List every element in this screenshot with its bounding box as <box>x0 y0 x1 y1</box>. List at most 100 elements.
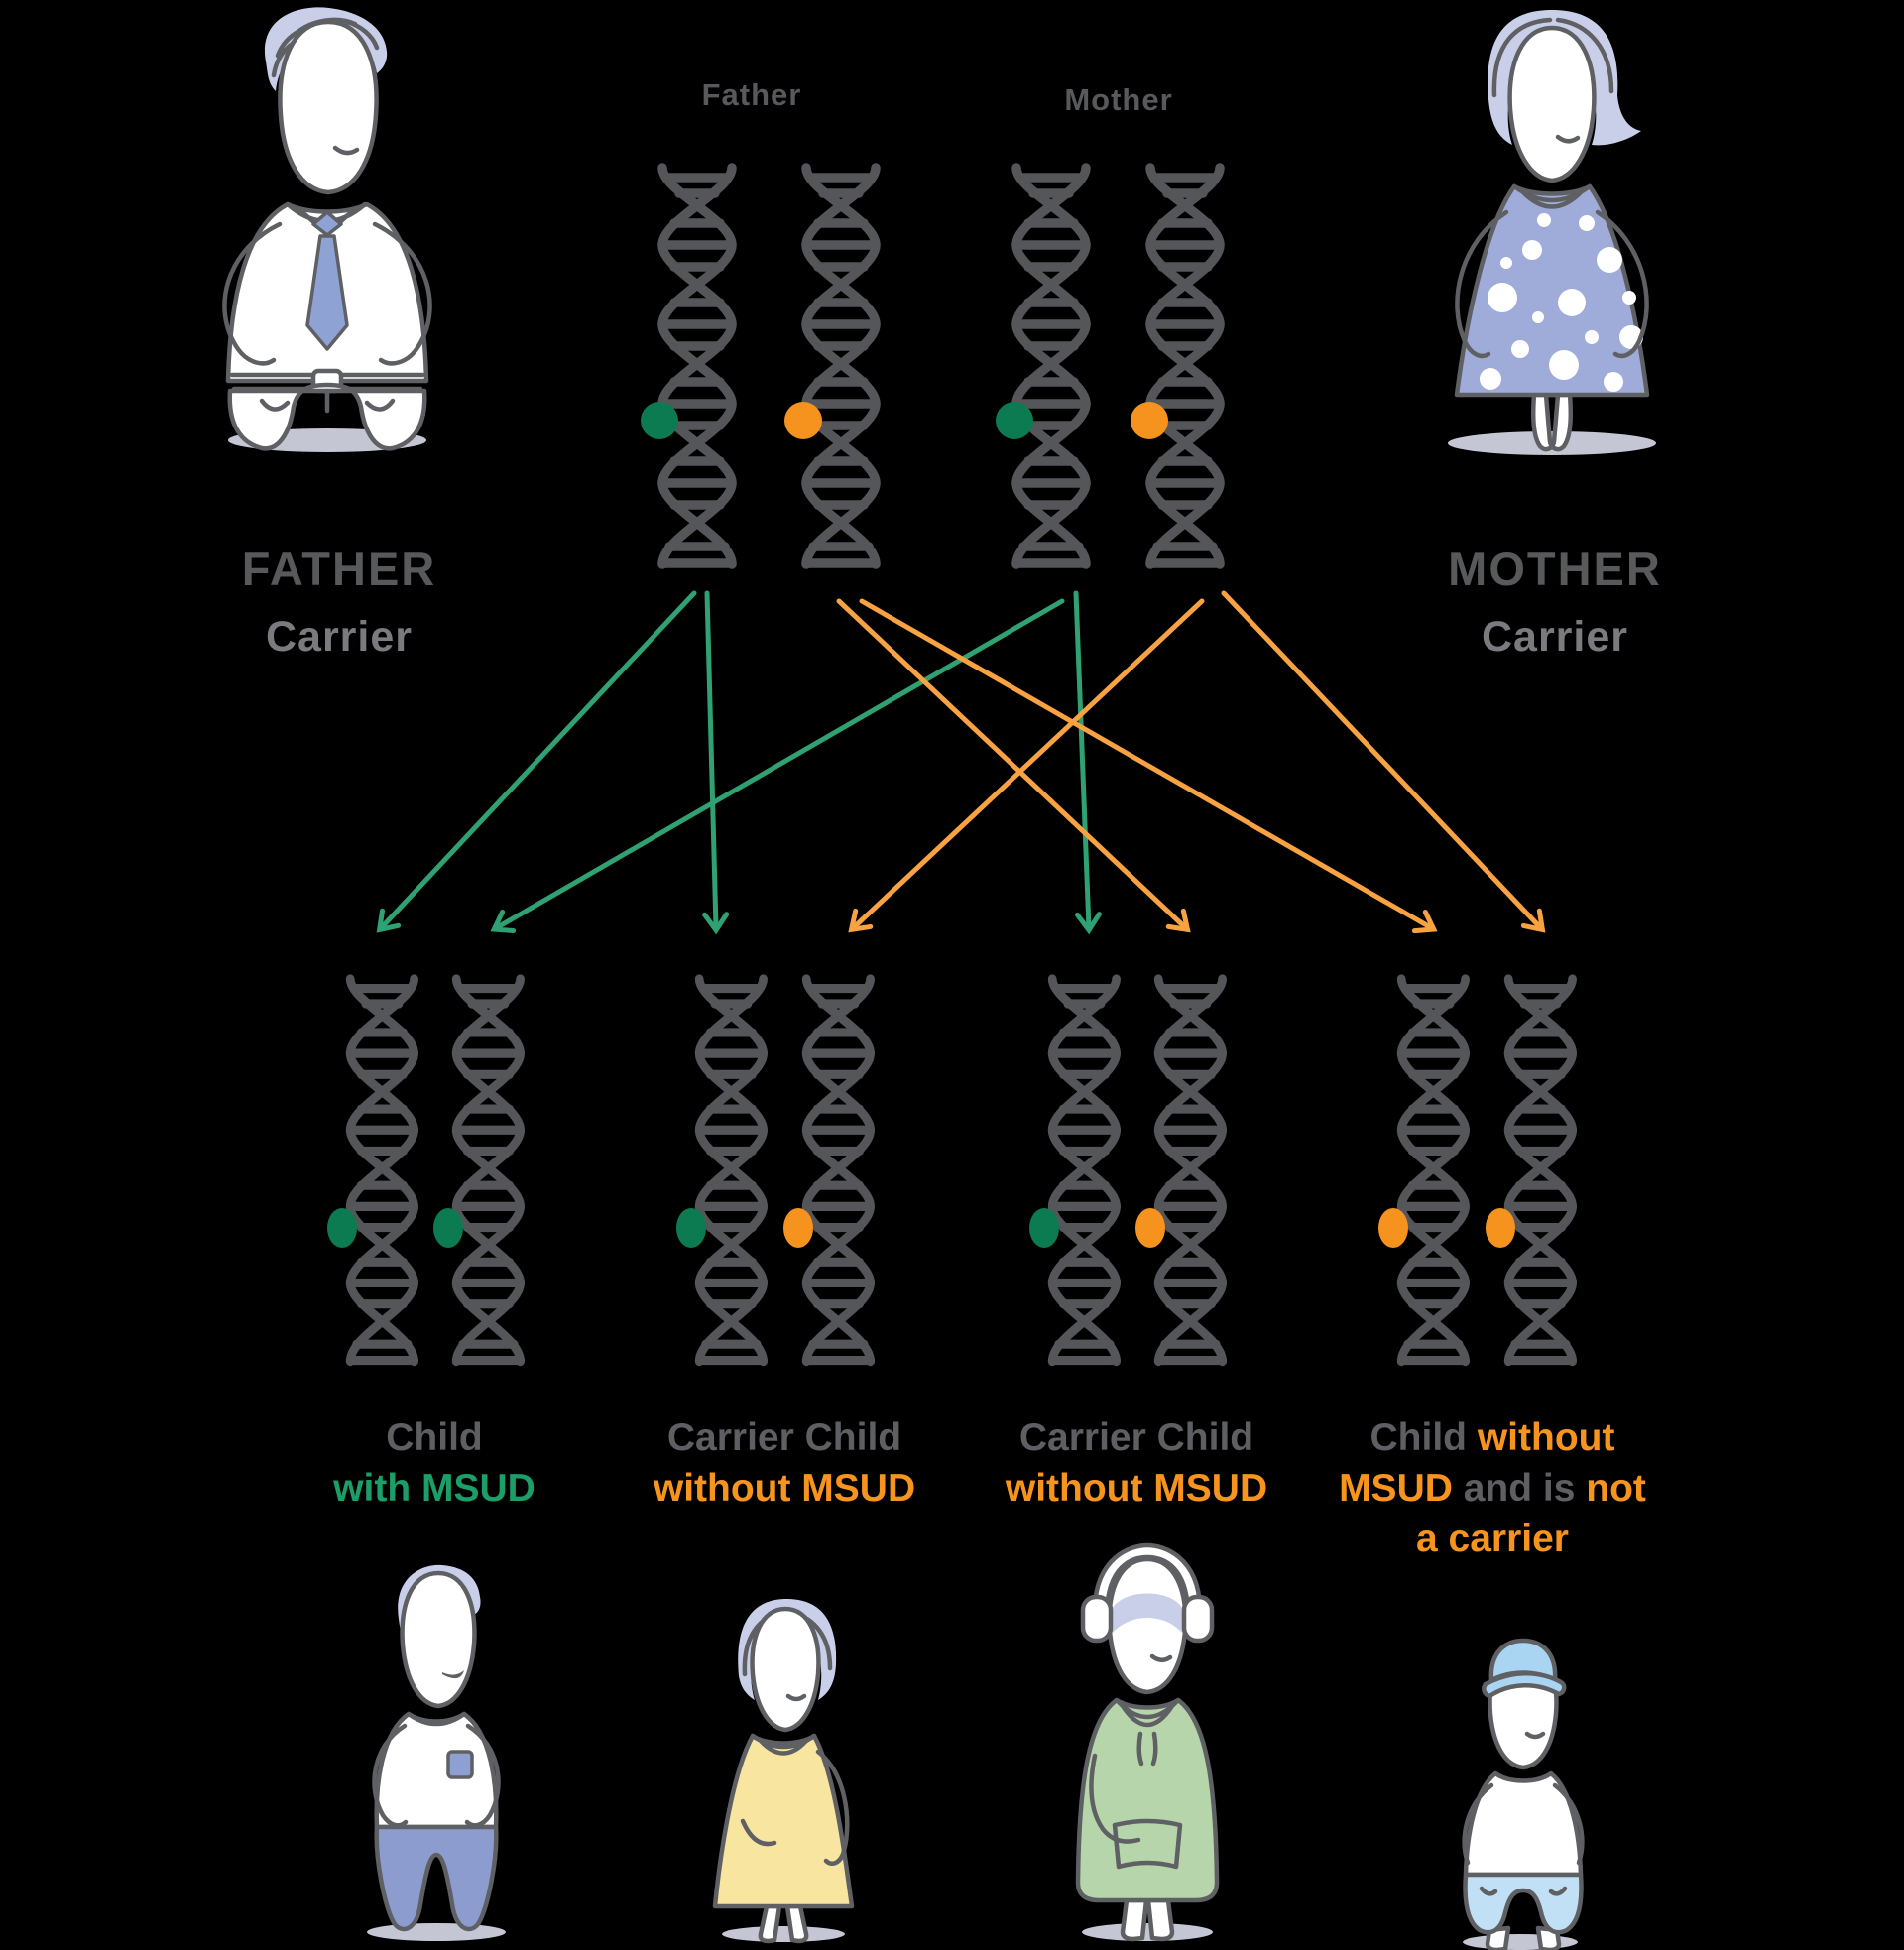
child-2-illustration <box>712 1599 855 1944</box>
dna-helix-child <box>1158 979 1222 1362</box>
child-2-legs <box>758 1903 809 1944</box>
dna-helix-child <box>456 979 520 1362</box>
child-label-segment: without MSUD <box>1005 1467 1268 1510</box>
child-1-label: Child with MSUD <box>206 1412 662 1514</box>
child-3-legs <box>1120 1897 1175 1942</box>
child-1-illustration <box>367 1564 506 1941</box>
child-label-segment: Child <box>1369 1416 1478 1459</box>
child-label-segment: and is <box>1452 1467 1587 1510</box>
father-name-label: FATHER <box>241 543 437 595</box>
child-3-headphones-right-cup <box>1181 1594 1215 1644</box>
father-hair <box>264 7 388 92</box>
child-label-line: with MSUD <box>206 1463 662 1514</box>
dna-helix-child <box>699 979 763 1362</box>
dna-helix-parent <box>662 168 732 564</box>
gene-dot-orange <box>784 402 822 439</box>
father-dna-label: Father <box>701 77 802 112</box>
mother-dna-label: Mother <box>1064 82 1173 117</box>
child-2-dress <box>712 1733 855 1909</box>
dna-helix-child <box>1052 979 1116 1362</box>
child-4-shorts <box>1463 1872 1584 1935</box>
inheritance-arrows <box>376 590 1546 935</box>
mother-smile <box>1555 134 1581 144</box>
inheritance-arrow-green <box>1073 590 1102 935</box>
child-label-line: MSUD and is not <box>1264 1463 1721 1514</box>
child-label-line: a carrier <box>1264 1514 1721 1564</box>
inheritance-arrow-green <box>376 590 697 933</box>
dna-helix-child <box>350 979 414 1362</box>
inheritance-arrow-orange <box>859 598 1438 934</box>
gene-dots <box>327 402 1515 1248</box>
child-label-segment: MSUD <box>1339 1467 1453 1510</box>
father-arms <box>222 221 432 366</box>
child-3-label: Carrier Child without MSUD <box>908 1412 1365 1514</box>
gene-dot-green <box>996 402 1033 439</box>
child-3-head <box>1107 1556 1188 1695</box>
child-3-hoodie-pocket <box>1112 1818 1183 1870</box>
child-label-line: without MSUD <box>908 1463 1365 1514</box>
child-3-arm <box>1089 1753 1141 1844</box>
child-label-line: Child without <box>1264 1412 1721 1463</box>
father-smile <box>332 145 360 156</box>
child-3-illustration <box>1075 1542 1220 1942</box>
mother-name-label: MOTHER <box>1448 543 1662 595</box>
dna-helix-parent <box>806 168 876 564</box>
child-label-segment: without <box>1477 1416 1615 1459</box>
child-4-shirt <box>1463 1770 1584 1878</box>
child-4-illustration <box>1462 1638 1585 1950</box>
child-4-cap-brim <box>1482 1671 1567 1699</box>
father-head <box>278 19 379 195</box>
child-3-headphones-left-cup <box>1080 1594 1114 1644</box>
child-label-segment: a carrier <box>1416 1518 1569 1560</box>
gene-dot-green <box>327 1208 357 1248</box>
mother-head <box>1507 25 1597 183</box>
child-4-legs <box>1485 1925 1562 1950</box>
child-2-arm <box>815 1749 850 1866</box>
gene-dot-orange <box>1378 1208 1408 1248</box>
child-label-segment: without MSUD <box>653 1467 916 1510</box>
child-label-line: without MSUD <box>556 1463 1012 1514</box>
child-1-pants <box>374 1824 499 1932</box>
child-2-head <box>750 1606 821 1733</box>
child-1-head <box>400 1570 477 1709</box>
child-1-shirt-pocket <box>446 1750 474 1779</box>
mother-illustration <box>1448 10 1656 455</box>
gene-dot-orange <box>1130 402 1168 439</box>
gene-dot-green <box>676 1208 706 1248</box>
dna-helix-parent <box>1150 168 1220 564</box>
gene-dot-orange <box>1486 1208 1515 1248</box>
dna-helix-child <box>1508 979 1572 1362</box>
inheritance-arrow-green <box>490 598 1065 934</box>
gene-dot-orange <box>783 1208 813 1248</box>
father-status-label: Carrier <box>265 613 414 661</box>
mother-legs <box>1531 392 1573 452</box>
father-pants <box>227 382 427 451</box>
child-label-segment: Carrier Child <box>1018 1416 1254 1459</box>
mother-dress <box>1454 183 1650 398</box>
father-illustration <box>222 7 432 452</box>
dna-helix-child <box>806 979 870 1362</box>
child-label-segment: Child <box>386 1416 483 1459</box>
child-4-arms <box>1462 1782 1585 1866</box>
child-label-line: Carrier Child <box>908 1412 1365 1463</box>
child-label-segment: with MSUD <box>333 1467 536 1510</box>
gene-dot-green <box>433 1208 463 1248</box>
mother-status-label: Carrier <box>1481 613 1629 661</box>
child-2-label: Carrier Child without MSUD <box>556 1412 1012 1514</box>
gene-dot-orange <box>1135 1208 1165 1248</box>
child-label-line: Carrier Child <box>556 1412 1012 1463</box>
child-label-segment: not <box>1586 1467 1646 1510</box>
inheritance-arrow-orange <box>848 598 1205 933</box>
gene-dot-green <box>1029 1208 1059 1248</box>
inheritance-arrow-green <box>702 590 730 935</box>
inheritance-arrow-orange <box>836 598 1191 933</box>
gene-dot-green <box>641 402 678 439</box>
dna-helix-parent <box>1016 168 1086 564</box>
dna-helix-child <box>1401 979 1465 1362</box>
child-3-hoodie <box>1075 1697 1220 1903</box>
mother-arms <box>1455 209 1649 359</box>
child-label-segment: Carrier Child <box>666 1416 902 1459</box>
